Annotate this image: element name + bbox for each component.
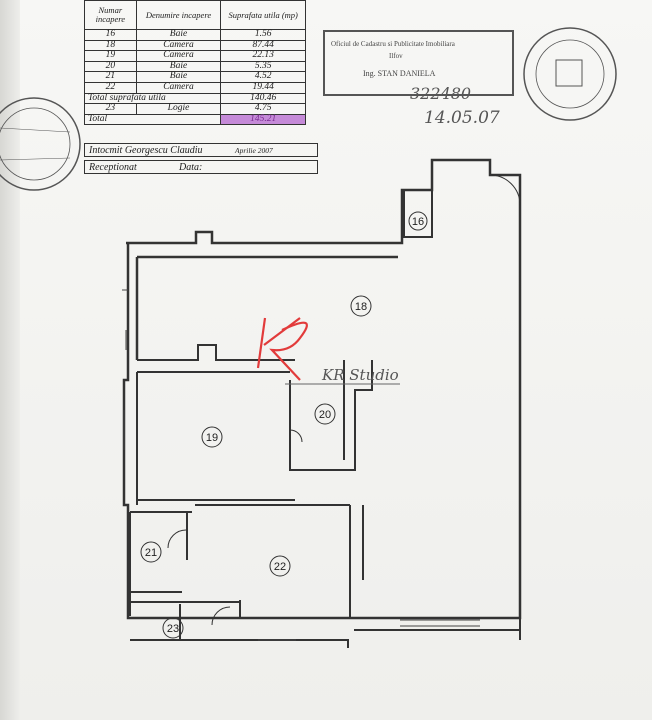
svg-text:22: 22	[274, 561, 286, 573]
svg-text:23: 23	[167, 623, 179, 635]
kr-studio-watermark	[256, 317, 400, 385]
room-label-20: 20	[314, 403, 336, 425]
exterior-walls	[122, 158, 522, 620]
door-swings	[167, 174, 521, 626]
round-seal-left	[0, 97, 81, 191]
stamp-office-text: Oficiul de Cadastru si Publicitate Imobi…	[331, 40, 455, 48]
room-label-18: 18	[350, 295, 372, 317]
interior-walls	[129, 190, 521, 648]
total-label: Total	[83, 113, 222, 126]
svg-text:19: 19	[206, 432, 218, 444]
windows	[122, 289, 480, 641]
svg-text:20: 20	[319, 409, 331, 421]
handwritten-date: 14.05.07	[424, 108, 500, 128]
intocmit-date: Aprilie 2007	[235, 146, 273, 155]
svg-text:16: 16	[412, 216, 424, 228]
cadastre-stamp: Oficiul de Cadastru si Publicitate Imobi…	[323, 30, 514, 96]
stamp-name-text: Ing. STAN DANIELA	[363, 69, 436, 78]
room-label-22: 22	[269, 555, 291, 577]
table-header-area: Suprafata utila (mp)	[220, 0, 306, 30]
handwritten-number: 322480	[410, 84, 472, 103]
room-label-19: 19	[201, 426, 223, 448]
receptionat-row: Receptionat Data:	[84, 160, 318, 174]
receptionat-label: Receptionat	[89, 162, 137, 173]
svg-text:21: 21	[145, 547, 157, 559]
intocmit-label: Intocmit	[89, 145, 123, 156]
table-row: 18 Camera 87.44	[84, 39, 306, 52]
data-label: Data:	[179, 162, 203, 173]
room-area-table: Numar incapere Denumire incapere Suprafa…	[83, 0, 306, 126]
intocmit-name: Georgescu Claudiu	[124, 145, 203, 156]
room-label-16: 16	[408, 211, 428, 231]
intocmit-row: Intocmit Georgescu Claudiu Aprilie 2007	[84, 143, 318, 157]
table-header-row: Numar incapere Denumire incapere Suprafa…	[84, 0, 306, 30]
room-label-21: 21	[140, 541, 162, 563]
room-label-23: 23	[162, 617, 184, 639]
round-seal-right	[523, 27, 617, 121]
total-value: 145.21	[220, 113, 306, 126]
svg-text:18: 18	[355, 301, 367, 313]
table-total-row: Total 145.21	[83, 113, 306, 126]
stamp-county-text: Ilfov	[389, 52, 403, 60]
watermark-text: KR Studio	[321, 366, 399, 384]
